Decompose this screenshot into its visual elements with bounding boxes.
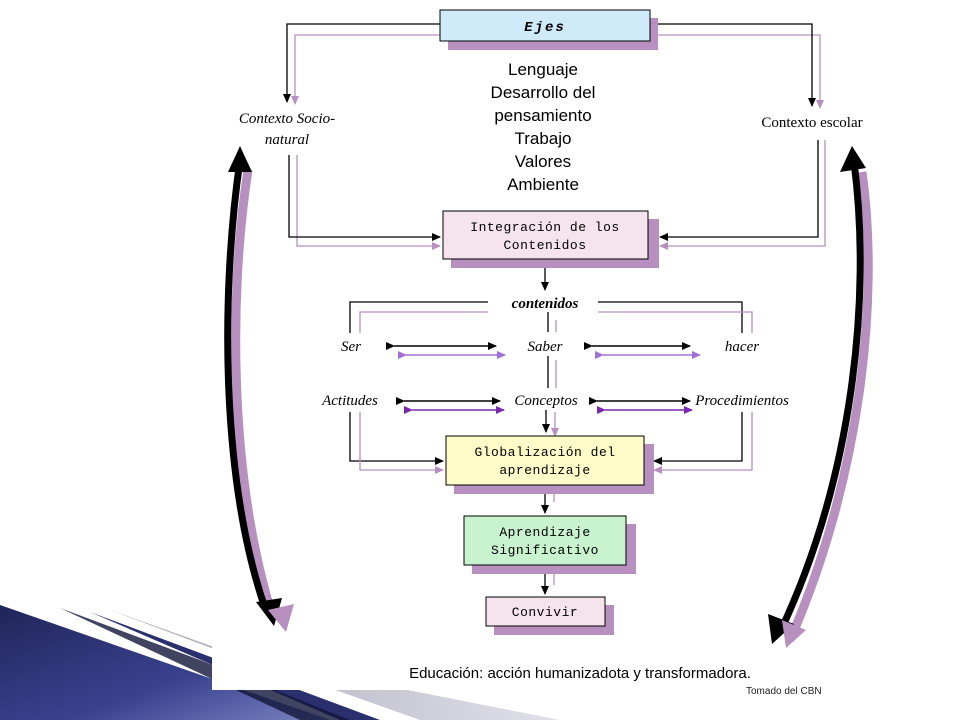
conceptos-label: Conceptos xyxy=(514,393,577,409)
integracion-line2: Contenidos xyxy=(503,238,586,253)
integracion-line1: Integración de los xyxy=(470,220,619,235)
procedimientos-label: Procedimientos xyxy=(694,393,789,409)
convivir-box: Convivir xyxy=(485,596,614,635)
actitudes-label: Actitudes xyxy=(321,393,378,409)
ser-label: Ser xyxy=(341,339,361,355)
eje-item: Trabajo xyxy=(514,129,571,148)
ejes-label: Ejes xyxy=(524,20,566,36)
hacer-label: hacer xyxy=(725,339,759,355)
saber-label: Saber xyxy=(528,339,563,355)
contenidos-title: contenidos xyxy=(512,296,579,312)
aprendizaje-line1: Aprendizaje xyxy=(499,525,590,540)
diagram-panel xyxy=(212,0,870,690)
convivir-label: Convivir xyxy=(512,605,578,620)
globalizacion-line2: aprendizaje xyxy=(499,463,590,478)
credit-note: Tomado del CBN xyxy=(746,686,822,697)
context-socio-natural-line2: natural xyxy=(265,132,309,148)
eje-item: Desarrollo del xyxy=(491,83,596,102)
ejes-box: Ejes xyxy=(439,9,658,50)
eje-item: Ambiente xyxy=(507,175,579,194)
connector-lines xyxy=(283,23,826,595)
relation-arrows xyxy=(386,342,701,414)
contexts: Contexto Socio- natural Contexto escolar xyxy=(239,111,863,148)
eje-item: Valores xyxy=(515,152,571,171)
left-cycle-arrow xyxy=(224,146,294,632)
context-escolar: Contexto escolar xyxy=(761,115,862,131)
globalizacion-box: Globalización del aprendizaje xyxy=(445,435,654,494)
aprendizaje-line2: Significativo xyxy=(491,543,599,558)
context-socio-natural-line1: Contexto Socio- xyxy=(239,111,335,127)
integracion-box: Integración de los Contenidos xyxy=(442,210,659,268)
footer-caption: Educación: acción humanizadota y transfo… xyxy=(409,665,751,682)
ejes-list: Lenguaje Desarrollo del pensamiento Trab… xyxy=(491,60,596,194)
right-cycle-arrow xyxy=(768,146,873,648)
aprendizaje-box: Aprendizaje Significativo xyxy=(463,515,636,574)
contenidos-group: contenidos Ser Saber hacer Actitudes Con… xyxy=(321,296,789,409)
eje-item: pensamiento xyxy=(494,106,591,125)
eje-item: Lenguaje xyxy=(508,60,578,79)
globalizacion-line1: Globalización del xyxy=(474,445,615,460)
